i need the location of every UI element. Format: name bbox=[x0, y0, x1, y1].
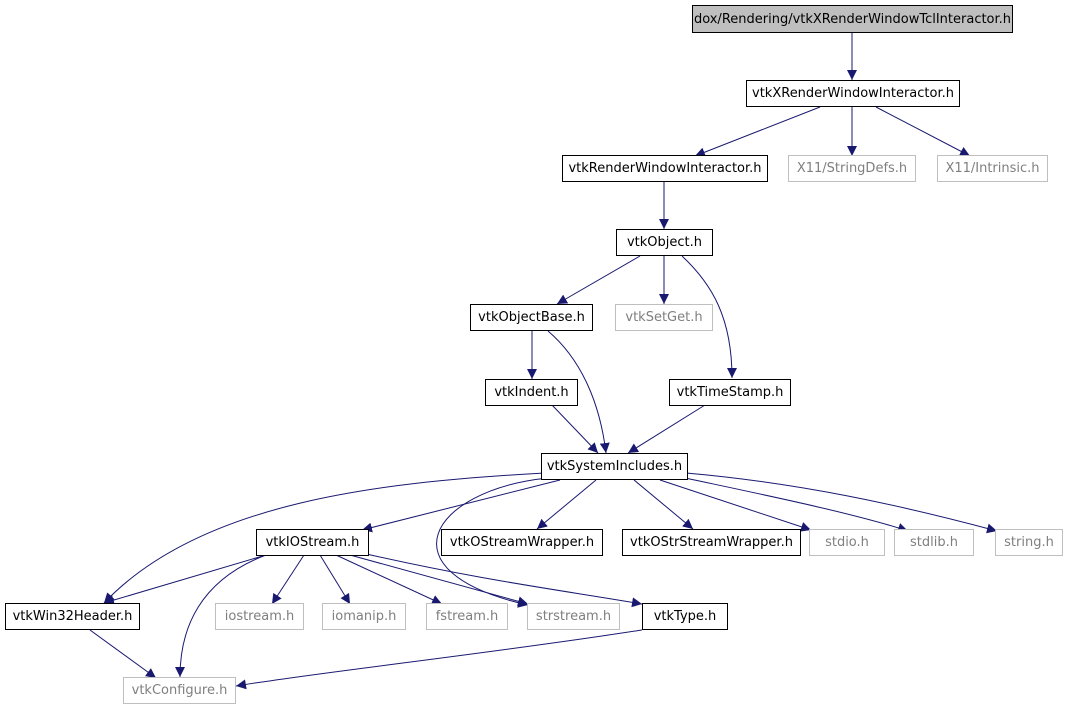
node-vtkostreamwrapper[interactable]: vtkOStreamWrapper.h bbox=[441, 529, 603, 556]
node-strstream: strstream.h bbox=[527, 603, 620, 630]
node-vtksetget: vtkSetGet.h bbox=[615, 304, 713, 331]
node-iomanip: iomanip.h bbox=[322, 603, 406, 630]
node-x11-stringdefs: X11/StringDefs.h bbox=[788, 155, 916, 182]
node-vtkrenderwindowinteractor[interactable]: vtkRenderWindowInteractor.h bbox=[562, 155, 768, 182]
node-vtkconfigure: vtkConfigure.h bbox=[123, 677, 236, 704]
node-string: string.h bbox=[995, 529, 1063, 556]
edge-vtkiostream-to-vtkconfigure bbox=[175, 554, 267, 678]
node-vtkiostream[interactable]: vtkIOStream.h bbox=[256, 529, 369, 556]
edge-vtksystemincludes-to-strstream bbox=[436, 477, 549, 608]
node-vtktimestamp[interactable]: vtkTimeStamp.h bbox=[669, 379, 791, 406]
node-iostream: iostream.h bbox=[215, 603, 304, 630]
edge-vtksystemincludes-to-stdio bbox=[659, 479, 812, 532]
edge-vtkobject-to-vtkobjectbase bbox=[556, 255, 641, 305]
node-stdio: stdio.h bbox=[809, 529, 885, 556]
node-vtkobject[interactable]: vtkObject.h bbox=[616, 229, 713, 256]
node-fstream: fstream.h bbox=[426, 603, 508, 630]
edge-vtkwin32header-to-vtkconfigure bbox=[89, 629, 157, 679]
edge-vtksystemincludes-to-string bbox=[685, 472, 998, 534]
edge-vtktype-to-vtkconfigure bbox=[235, 629, 643, 690]
node-root-vtkxrenderwindowtclinteractor: dox/Rendering/vtkXRenderWindowTclInterac… bbox=[692, 5, 1013, 33]
node-x11-intrinsic: X11/Intrinsic.h bbox=[937, 155, 1048, 182]
edge-vtkindent-to-vtksystemincludes bbox=[551, 404, 599, 454]
edge-vtksystemincludes-to-vtkostrstreamwrapper bbox=[633, 479, 694, 530]
edge-vtktimestamp-to-vtksystemincludes bbox=[627, 404, 706, 454]
node-vtkostrstreamwrapper[interactable]: vtkOStrStreamWrapper.h bbox=[622, 529, 801, 556]
edge-vtksystemincludes-to-vtkwin32header bbox=[103, 472, 546, 604]
node-vtkxrenderwindowinteractor[interactable]: vtkXRenderWindowInteractor.h bbox=[746, 80, 960, 107]
edge-vtksystemincludes-to-vtkostreamwrapper bbox=[536, 479, 597, 530]
edge-vtkiostream-to-strstream bbox=[349, 554, 529, 607]
edge-vtkiostream-to-iomanip bbox=[319, 554, 351, 605]
edge-vtkiostream-to-iostream bbox=[271, 554, 305, 605]
node-vtkobjectbase[interactable]: vtkObjectBase.h bbox=[470, 304, 593, 331]
edge-vtksystemincludes-to-vtkiostream bbox=[361, 479, 561, 533]
edge-vtkxrenderwindowinteractor-to-vtkrenderwindowinteractor bbox=[694, 106, 821, 158]
edge-vtksystemincludes-to-stdlib bbox=[675, 475, 909, 533]
node-stdlib: stdlib.h bbox=[894, 529, 974, 556]
edge-vtkobject-to-vtktimestamp bbox=[681, 255, 737, 379]
node-vtktype[interactable]: vtkType.h bbox=[642, 603, 728, 630]
node-vtksystemincludes[interactable]: vtkSystemIncludes.h bbox=[541, 453, 688, 480]
node-vtkwin32header[interactable]: vtkWin32Header.h bbox=[5, 603, 140, 630]
node-vtkindent[interactable]: vtkIndent.h bbox=[485, 379, 578, 406]
edge-vtkxrenderwindowinteractor-to-x11-intrinsic bbox=[875, 106, 971, 157]
edge-vtkiostream-to-vtkwin32header bbox=[103, 554, 267, 605]
edge-vtkobjectbase-to-vtksystemincludes bbox=[547, 330, 610, 454]
edge-vtkiostream-to-vtktype bbox=[361, 552, 643, 608]
edge-vtkiostream-to-fstream bbox=[335, 554, 443, 605]
